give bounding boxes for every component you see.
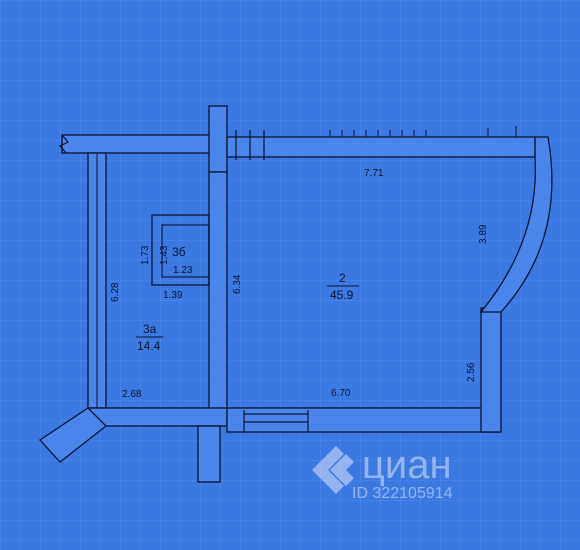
dim-right-lower: 2.56 [466,362,477,382]
break-mark-left [59,134,69,154]
bottom-wall-2 [226,407,500,433]
walls [39,105,553,483]
diagonal-wall [39,407,107,463]
bottom-column [197,425,221,483]
curved-wall [479,136,553,313]
dim-right-curve: 3.89 [478,224,489,244]
dim-closet-height-inner: 1.43 [159,245,170,265]
right-lower-wall [480,307,502,433]
watermark: циан ID 322105914 [312,443,453,502]
bottom-wall-3a [87,407,228,427]
dim-closet-width-bottom: 1.39 [163,290,183,301]
dim-left-height: 6.28 [110,282,121,302]
dim-partition-height: 6.34 [232,274,243,294]
cian-logo-icon [312,446,354,494]
top-wall-ticks [329,126,517,137]
watermark-id: ID 322105914 [352,485,453,502]
top-wall-right [226,136,536,158]
dim-bottom-room3a: 2.68 [122,389,142,400]
room-2-number: 2 [339,271,346,285]
dim-closet-width-inner: 1.23 [173,265,193,276]
room-2-area: 45.9 [330,288,354,302]
dim-top-wall: 7.71 [364,168,384,179]
watermark-brand: циан [362,443,452,487]
dim-closet-height-left: 1.73 [140,245,151,265]
room-3a-number: 3а [143,322,157,336]
partition-wall [208,171,228,411]
room-3a-area: 14.4 [137,339,161,353]
openings [235,130,309,432]
room-3b-number: 3б [172,245,186,259]
top-column [208,105,228,173]
closet-inner [161,224,210,278]
dim-bottom-room2: 6.70 [331,388,351,399]
top-wall-left [61,134,211,154]
